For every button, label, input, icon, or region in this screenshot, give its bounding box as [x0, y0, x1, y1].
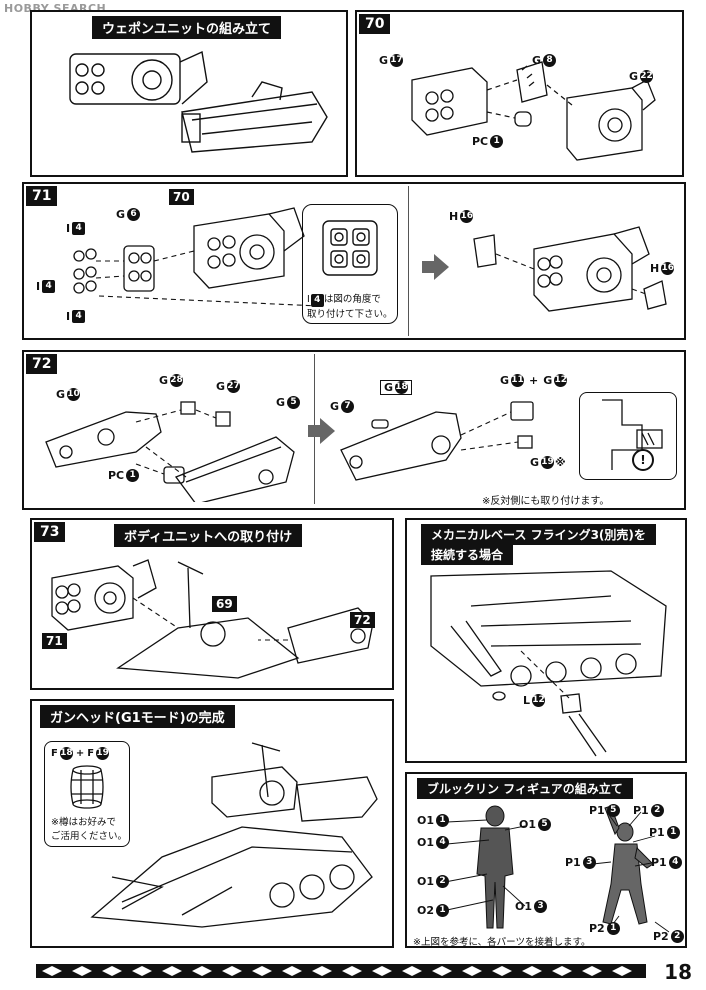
step-71-divider [408, 186, 409, 336]
step-72-note: ※反対側にも取り付けます。 [482, 496, 610, 507]
step-72-detail-inset: ! [579, 392, 677, 480]
step-72-number: 72 [26, 354, 58, 374]
step-70-illustration [411, 61, 656, 161]
step-72-arrow [308, 418, 335, 444]
completion-title: ガンヘッド(G1モード)の完成 [40, 705, 235, 728]
flying-base-title-line1: メカニカルベース フライング3(別売)を [421, 524, 656, 545]
step-73-illustration [51, 559, 374, 679]
step-71-left-illustration [73, 207, 320, 307]
flying-base-title-line2: 接続する場合 [421, 544, 514, 565]
step-73-panel: 73 ボディユニットへの取り付け 71 69 72 [30, 518, 394, 690]
page-number: 18 [664, 960, 692, 984]
step-72-right-illustration [340, 401, 534, 481]
figure-leader-lines [444, 811, 670, 933]
weapon-unit-title: ウェポンユニットの組み立て [92, 16, 282, 39]
brooklyn-action-figure [602, 805, 654, 925]
bottom-decorative-band [36, 964, 646, 978]
step-72-left-illustration [45, 401, 295, 502]
step-73-tag-69: 69 [212, 596, 237, 612]
step-73-tag-71: 71 [42, 633, 67, 649]
weapon-unit-illustration [69, 50, 328, 153]
joint-detail-icon [602, 399, 663, 470]
figure-title: ブルックリン フィギュアの組み立て [417, 778, 633, 799]
weapon-unit-panel: ウェポンユニットの組み立て [30, 10, 348, 177]
nozzle-detail-icon [322, 220, 378, 276]
barrel-note-line1: ※樽はお好みで [51, 817, 116, 828]
step-71-right-illustration [473, 226, 667, 312]
barrel-note-line2: ご活用ください。 [51, 831, 128, 842]
step-73-number: 73 [34, 522, 66, 542]
step-73-tag-72: 72 [350, 612, 375, 628]
step-71-ref-70: 70 [169, 189, 194, 205]
flying-base-illustration [430, 570, 667, 757]
gunhed-completed-illustration [90, 742, 378, 928]
step-71-arrow [422, 254, 449, 280]
step-70-number: 70 [359, 14, 391, 34]
step-73-title: ボディユニットへの取り付け [114, 524, 303, 547]
step-71-number: 71 [26, 186, 58, 206]
barrel-icon [70, 765, 104, 809]
figure-note: ※上図を参考に、各パーツを接着します。 [413, 937, 591, 948]
step-71-note-line2: 取り付けて下さい。 [307, 309, 393, 320]
brooklyn-standing-figure [476, 805, 514, 929]
warning-icon: ! [632, 449, 654, 471]
